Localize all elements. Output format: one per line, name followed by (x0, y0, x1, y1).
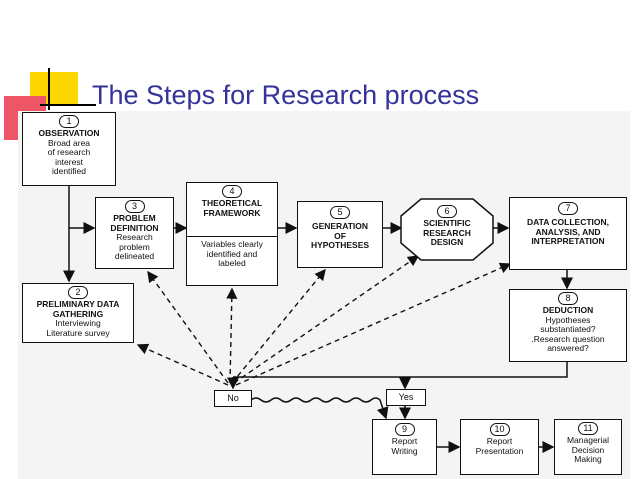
step-3-box: 3 PROBLEM DEFINITION Research problem de… (95, 197, 174, 269)
step-1-box: 1 OBSERVATION Broad area of research int… (22, 112, 116, 186)
step-3-heading: PROBLEM DEFINITION (110, 213, 159, 233)
step-6-number: 6 (437, 205, 457, 218)
step-5-number: 5 (330, 206, 350, 219)
step-5-heading: GENERATION OF HYPOTHESES (310, 221, 370, 250)
deco-horizontal-line (40, 104, 96, 106)
step-1-number: 1 (59, 115, 79, 128)
step-9-line: Writing (391, 445, 418, 456)
dashed-arrow-to-7 (235, 262, 512, 386)
step-1-line: Broad area (47, 137, 91, 148)
step-2-box: 2 PRELIMINARY DATA GATHERING Interviewin… (22, 283, 134, 343)
step-11-line: Managerial (566, 435, 610, 445)
step-4-divider (187, 236, 277, 237)
step-10-box: 10 Report Presentation (460, 419, 539, 475)
step-8-number: 8 (558, 292, 578, 305)
step-2-heading: PRELIMINARY DATA GATHERING (36, 299, 120, 319)
step-10-number: 10 (489, 423, 510, 436)
step-9-number: 9 (394, 423, 415, 436)
dashed-arrow-to-6 (233, 255, 420, 384)
step-2-line: Literature survey (46, 327, 110, 338)
step-10-line: Report (486, 436, 513, 446)
deco-vertical-line (48, 68, 50, 110)
step-8-box: 8 DEDUCTION Hypotheses substantiated? .R… (509, 289, 627, 362)
step-3-line: problem (119, 241, 150, 252)
step-3-line: delineated (114, 251, 155, 261)
dashed-arrow-to-3 (147, 270, 229, 384)
dashed-arrow-to-2 (136, 343, 229, 386)
step-3-number: 3 (124, 200, 145, 213)
dashed-arrow-to-5 (231, 268, 326, 384)
decision-yes-box: Yes (386, 389, 426, 406)
decision-no-box: No (214, 390, 252, 407)
step-4-box: 4 THEORETICAL FRAMEWORK Variables clearl… (186, 182, 278, 286)
step-4-number: 4 (222, 185, 242, 198)
arrow-8-feedback (233, 362, 568, 378)
step-5-box: 5 GENERATION OF HYPOTHESES (297, 201, 383, 268)
step-8-line: answered? (547, 343, 589, 353)
step-4-line: Variables clearly (201, 239, 263, 249)
step-4-heading: THEORETICAL FRAMEWORK (201, 198, 263, 218)
step-2-line: Interviewing (55, 318, 101, 328)
step-3-line: Research (116, 232, 153, 242)
step-8-line: substantiated? (540, 324, 596, 334)
step-6-label: 6 SCIENTIFIC RESEARCH DESIGN (404, 203, 490, 248)
step-1-line: interest (55, 156, 83, 167)
slide-title: The Steps for Research process (92, 80, 480, 110)
step-6-heading: SCIENTIFIC RESEARCH DESIGN (423, 218, 471, 247)
step-7-heading: DATA COLLECTION, ANALYSIS, AND INTERPRET… (527, 217, 609, 246)
step-8-line: .Research question (531, 333, 605, 344)
dashed-arrow-to-4 (226, 287, 238, 384)
step-4-line: labeled (218, 258, 246, 268)
step-2-number: 2 (68, 286, 88, 299)
step-7-box: 7 DATA COLLECTION, ANALYSIS, AND INTERPR… (509, 197, 627, 270)
step-9-line: Report (391, 436, 418, 446)
step-10-line: Presentation (475, 445, 524, 456)
step-11-box: 11 Managerial Decision Making (554, 419, 622, 475)
step-8-line: Hypotheses (545, 314, 591, 325)
arrow-no-to-9-wavy (250, 397, 389, 420)
step-11-number: 11 (578, 422, 598, 435)
step-1-line: of research (47, 147, 91, 157)
step-11-line: Decision (571, 444, 605, 455)
step-1-line: identified (51, 166, 87, 176)
step-7-number: 7 (558, 202, 578, 215)
step-1-heading: OBSERVATION (38, 128, 100, 138)
step-9-box: 9 Report Writing (372, 419, 437, 475)
step-6-octagon (400, 198, 494, 261)
step-8-heading: DEDUCTION (542, 305, 594, 315)
step-4-line: identified and (206, 248, 258, 259)
step-11-line: Making (574, 454, 602, 464)
